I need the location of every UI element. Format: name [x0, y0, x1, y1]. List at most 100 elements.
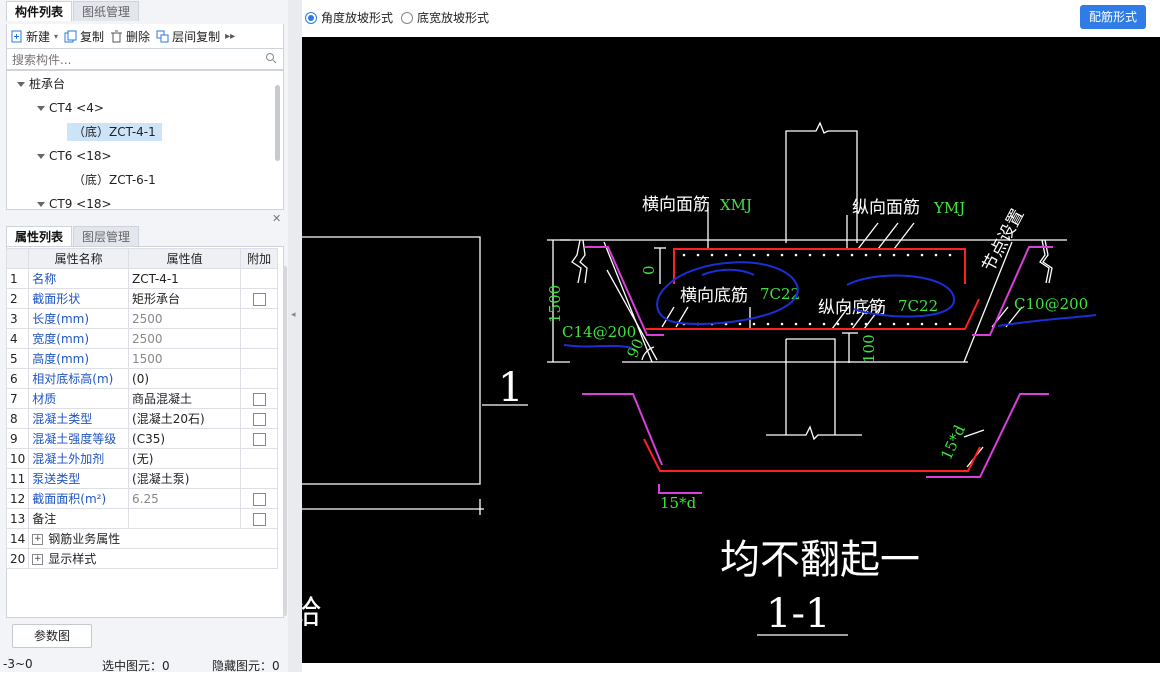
- property-name: +显示样式: [28, 548, 278, 569]
- property-name: 混凝土外加剂: [28, 448, 130, 469]
- panel-splitter[interactable]: ◂: [288, 0, 302, 672]
- floor-copy-button[interactable]: 层间复制: [153, 25, 223, 47]
- attach-checkbox[interactable]: [252, 492, 266, 506]
- rebar-dot: [836, 322, 840, 326]
- property-attach: [240, 428, 278, 449]
- tree-scrollbar[interactable]: [275, 85, 280, 161]
- drawing-canvas[interactable]: 1500 0 100 90 C14@200 C10@200 15*d 15*d …: [302, 37, 1160, 663]
- more-icon[interactable]: ▸▸: [225, 30, 236, 42]
- tree-group-ct4[interactable]: CT4 <4>: [37, 97, 104, 119]
- bottom-y-value: 7C22: [898, 297, 938, 315]
- copy-button[interactable]: 复制: [61, 25, 107, 47]
- property-value[interactable]: (无): [128, 448, 242, 469]
- cad-drawing: 1500 0 100 90 C14@200 C10@200 15*d 15*d …: [302, 121, 1097, 637]
- rebar-dot: [892, 253, 896, 257]
- blue-handwriting: [563, 261, 1097, 349]
- property-row[interactable]: 20+显示样式: [5, 548, 278, 569]
- expand-plus-icon[interactable]: +: [32, 554, 44, 565]
- rebar-form-button[interactable]: 配筋形式: [1080, 5, 1146, 29]
- row-number: 9: [5, 428, 30, 449]
- rebar-dot: [892, 322, 896, 326]
- attach-checkbox[interactable]: [252, 512, 266, 526]
- expand-icon: [17, 82, 25, 87]
- property-value[interactable]: [128, 508, 242, 529]
- tab-drawing-management[interactable]: 图纸管理: [73, 1, 140, 21]
- property-value[interactable]: 2500: [128, 328, 242, 349]
- bottom-width-slope-radio[interactable]: 底宽放坡形式: [401, 9, 489, 26]
- property-attach: [240, 268, 278, 289]
- property-value[interactable]: (0): [128, 368, 242, 389]
- property-row[interactable]: 14+钢筋业务属性: [5, 528, 278, 549]
- row-number: 8: [5, 408, 30, 429]
- expand-plus-icon[interactable]: +: [32, 534, 44, 545]
- property-attach: [240, 288, 278, 309]
- property-attach: [240, 488, 278, 509]
- property-value[interactable]: 矩形承台: [128, 288, 242, 309]
- new-button[interactable]: 新建 ▾: [7, 25, 61, 47]
- tree-item-label: （底）ZCT-6-1: [73, 173, 156, 187]
- rebar-dot: [906, 253, 910, 257]
- rebar-dots: [682, 253, 952, 326]
- close-icon[interactable]: ✕: [272, 212, 282, 225]
- partial-char: 给: [302, 593, 322, 631]
- property-name: 截面形状: [28, 288, 130, 309]
- search-icon[interactable]: [265, 52, 277, 67]
- property-name: 材质: [28, 388, 130, 409]
- rebar-dot: [752, 322, 756, 326]
- bottom-width-slope-label: 底宽放坡形式: [417, 11, 490, 25]
- delete-label: 删除: [126, 29, 151, 44]
- row-number: 3: [5, 308, 30, 329]
- rebar-dot: [752, 253, 756, 257]
- delete-button[interactable]: 删除: [107, 25, 153, 47]
- rebar-dot: [682, 253, 686, 257]
- collapse-handle-icon[interactable]: ◂: [291, 310, 296, 320]
- tree-item-zct-4-1[interactable]: （底）ZCT-4-1: [67, 121, 162, 143]
- rebar-dot: [738, 253, 742, 257]
- copy-label: 复制: [80, 29, 105, 44]
- d15-diagonal-label: 15*d: [937, 422, 969, 463]
- property-value[interactable]: ZCT-4-1: [128, 268, 242, 289]
- tree-item-zct-6-1[interactable]: （底）ZCT-6-1: [73, 169, 156, 191]
- property-name: 泵送类型: [28, 468, 130, 489]
- property-value[interactable]: 1500: [128, 348, 242, 369]
- angle-slope-radio[interactable]: 角度放坡形式: [305, 9, 393, 26]
- attach-checkbox[interactable]: [252, 292, 266, 306]
- property-value[interactable]: 2500: [128, 308, 242, 329]
- property-value[interactable]: 6.25: [128, 488, 242, 509]
- parameter-diagram-button[interactable]: 参数图: [12, 624, 92, 648]
- property-value[interactable]: 商品混凝土: [128, 388, 242, 409]
- rebar-dot: [794, 322, 798, 326]
- attach-checkbox[interactable]: [252, 412, 266, 426]
- property-value[interactable]: (混凝土20石): [128, 408, 242, 429]
- tree-root[interactable]: 桩承台: [17, 73, 65, 95]
- rebar-dot: [766, 253, 770, 257]
- ymj-code: YMJ: [933, 199, 965, 217]
- tree-group-ct9[interactable]: CT9 <18>: [37, 193, 112, 209]
- rebar-dot: [864, 322, 868, 326]
- property-value[interactable]: (C35): [128, 428, 242, 449]
- property-scrollbar[interactable]: [283, 266, 287, 616]
- tab-component-list[interactable]: 构件列表: [6, 1, 73, 21]
- tree-group-ct6[interactable]: CT6 <18>: [37, 145, 112, 167]
- tab-layer-management[interactable]: 图层管理: [73, 226, 140, 246]
- tab-property-list[interactable]: 属性列表: [6, 226, 73, 246]
- tree-group-label: CT9 <18>: [49, 197, 112, 209]
- attach-checkbox[interactable]: [252, 392, 266, 406]
- property-value[interactable]: (混凝土泵): [128, 468, 242, 489]
- attach-checkbox[interactable]: [252, 432, 266, 446]
- rebar-dot: [878, 322, 882, 326]
- search-input[interactable]: [10, 50, 254, 70]
